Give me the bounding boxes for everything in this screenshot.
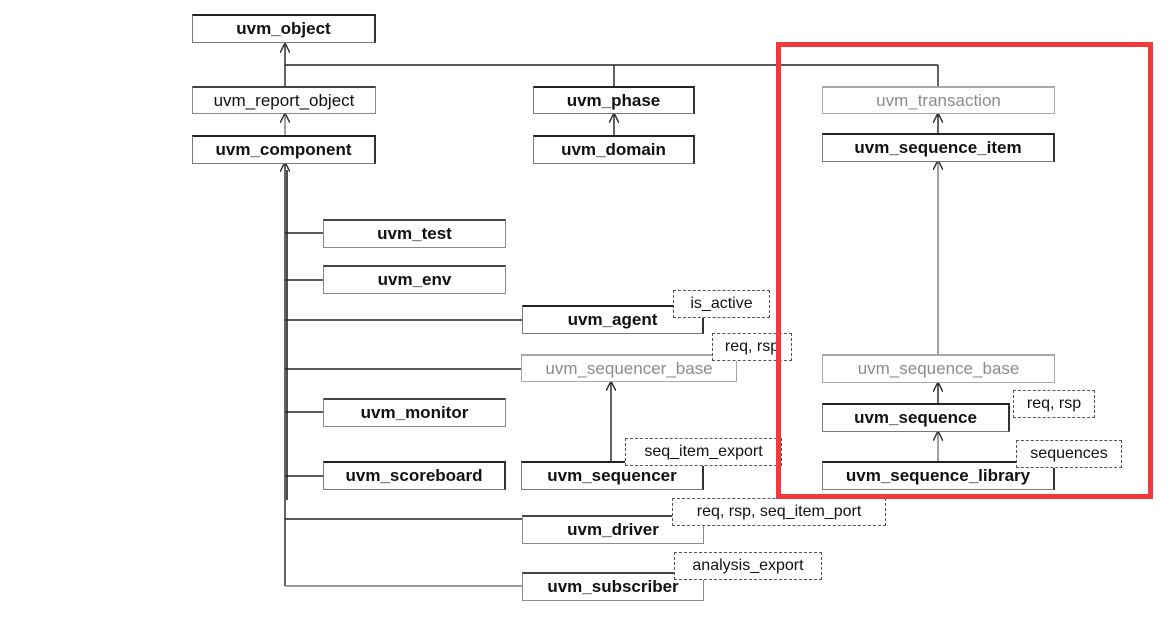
tag-sequencer-seq-item-export: seq_item_export <box>625 438 782 466</box>
node-uvm-phase: uvm_phase <box>533 86 695 114</box>
tag-sequence-req-rsp: req, rsp <box>1013 390 1095 418</box>
node-uvm-env: uvm_env <box>323 265 506 294</box>
node-uvm-component: uvm_component <box>192 135 376 164</box>
node-uvm-sequencer-base: uvm_sequencer_base <box>521 354 737 382</box>
node-uvm-scoreboard: uvm_scoreboard <box>323 461 506 490</box>
highlight-sequence-region <box>776 42 1153 499</box>
node-uvm-subscriber: uvm_subscriber <box>522 572 704 601</box>
node-uvm-sequence-item: uvm_sequence_item <box>822 133 1055 162</box>
tag-agent-is-active: is_active <box>673 290 770 318</box>
node-uvm-sequence-base: uvm_sequence_base <box>822 354 1055 383</box>
node-uvm-monitor: uvm_monitor <box>323 398 506 427</box>
node-uvm-transaction: uvm_transaction <box>822 86 1055 114</box>
node-uvm-report-object: uvm_report_object <box>192 86 376 114</box>
tag-subscriber-analysis-export: analysis_export <box>674 552 822 580</box>
node-uvm-object: uvm_object <box>192 14 376 43</box>
node-uvm-sequence: uvm_sequence <box>822 403 1010 432</box>
node-uvm-agent: uvm_agent <box>522 305 704 334</box>
node-uvm-domain: uvm_domain <box>533 135 695 164</box>
tag-library-sequences: sequences <box>1016 440 1122 468</box>
node-uvm-test: uvm_test <box>323 219 506 248</box>
tag-driver-ports: req, rsp, seq_item_port <box>672 498 886 526</box>
